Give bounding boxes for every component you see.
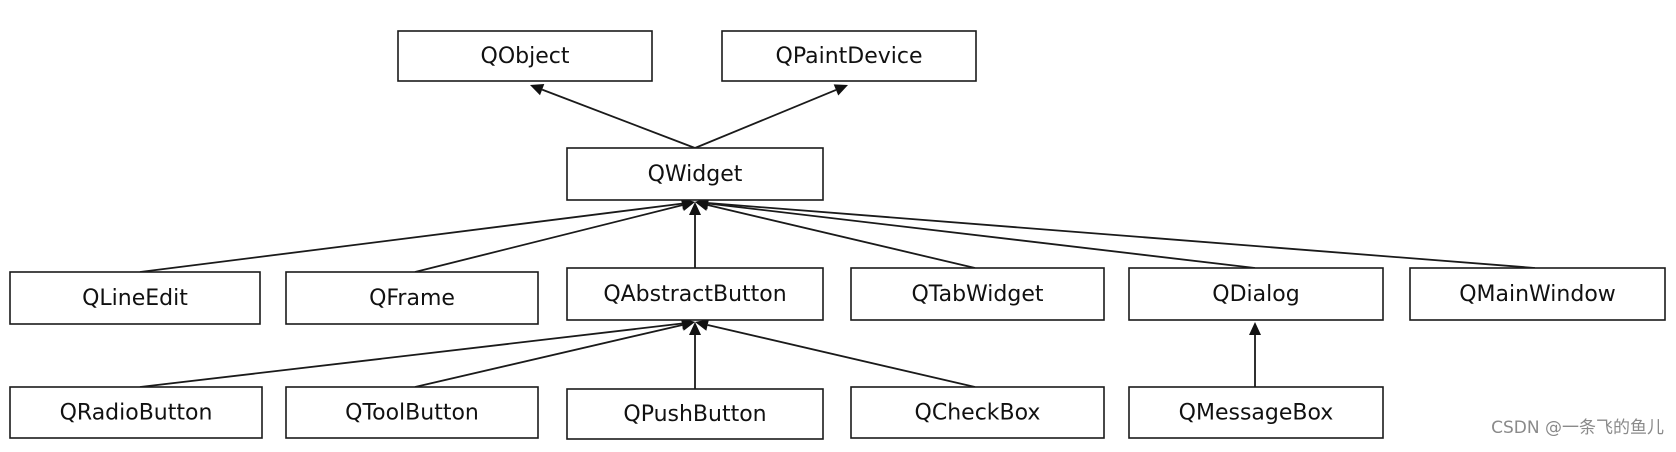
arrow-head-icon (530, 84, 545, 96)
arrow-head-icon (680, 319, 695, 331)
class-box-q-radio-button: QRadioButton (9, 386, 263, 439)
class-box-q-dialog: QDialog (1128, 267, 1384, 321)
class-box-frame (566, 147, 824, 201)
class-box-q-paint-device: QPaintDevice (721, 30, 977, 82)
class-box-frame (566, 267, 824, 321)
class-name-label: QMainWindow (1459, 282, 1616, 307)
arrow-head-icon (1249, 322, 1261, 335)
edge-line (139, 202, 683, 273)
edge-q-line-edit-to-q-widget (139, 197, 695, 273)
edge-line (707, 202, 1256, 269)
class-name-label: QDialog (1212, 282, 1299, 307)
edge-q-push-button-to-q-abstract-button (689, 322, 701, 389)
edge-q-radio-button-to-q-abstract-button (139, 317, 695, 388)
class-box-q-message-box: QMessageBox (1128, 386, 1384, 439)
edge-line (694, 89, 837, 149)
class-name-label: QToolButton (345, 401, 479, 426)
arrow-head-icon (689, 322, 701, 335)
class-name-label: QCheckBox (915, 401, 1041, 426)
class-box-frame (285, 271, 539, 325)
edge-line (707, 204, 976, 269)
class-name-label: QPushButton (623, 402, 766, 427)
class-name-label: QWidget (648, 162, 743, 187)
edge-q-tab-widget-to-q-widget (695, 199, 976, 269)
class-box-frame (1128, 386, 1384, 439)
edge-q-tool-button-to-q-abstract-button (414, 319, 695, 388)
class-box-q-line-edit: QLineEdit (9, 271, 261, 325)
class-box-frame (397, 30, 653, 82)
class-name-label: QObject (481, 44, 570, 69)
arrow-head-icon (833, 84, 848, 96)
arrow-head-icon (695, 319, 710, 331)
class-box-q-main-window: QMainWindow (1409, 267, 1666, 321)
arrow-head-icon (680, 199, 695, 211)
class-name-label: QLineEdit (82, 286, 188, 311)
edge-q-widget-to-q-object (530, 84, 696, 149)
edge-line (139, 322, 683, 388)
class-box-q-widget: QWidget (566, 147, 824, 201)
class-box-frame (285, 386, 539, 439)
class-box-q-check-box: QCheckBox (850, 386, 1105, 439)
edge-q-widget-to-q-paint-device (694, 84, 848, 149)
class-box-frame (721, 30, 977, 82)
edge-line (414, 324, 683, 388)
edge-line (707, 324, 976, 388)
class-name-label: QPaintDevice (776, 44, 923, 69)
class-box-q-push-button: QPushButton (566, 388, 824, 440)
class-box-frame (9, 386, 263, 439)
edge-q-abstract-button-to-q-widget (689, 202, 701, 268)
class-name-label: QRadioButton (60, 401, 213, 426)
edge-q-frame-to-q-widget (414, 199, 695, 273)
arrow-head-icon (689, 202, 701, 215)
edge-line (541, 88, 696, 149)
edge-line (414, 204, 683, 273)
class-name-label: QFrame (369, 286, 455, 311)
class-name-label: QAbstractButton (603, 282, 786, 307)
class-box-frame (850, 267, 1105, 321)
class-box-frame (1409, 267, 1666, 321)
class-name-label: QMessageBox (1179, 401, 1334, 426)
edge-q-check-box-to-q-abstract-button (695, 319, 976, 388)
edge-line (707, 202, 1536, 269)
class-box-frame (850, 386, 1105, 439)
class-box-frame (9, 271, 261, 325)
class-box-q-tab-widget: QTabWidget (850, 267, 1105, 321)
class-box-frame (1128, 267, 1384, 321)
edge-q-message-box-to-q-dialog (1249, 322, 1261, 387)
class-box-q-object: QObject (397, 30, 653, 82)
class-box-q-frame: QFrame (285, 271, 539, 325)
class-box-q-abstract-button: QAbstractButton (566, 267, 824, 321)
class-box-frame (566, 388, 824, 440)
class-name-label: QTabWidget (911, 282, 1043, 307)
watermark: CSDN @一条飞的鱼儿 (1491, 418, 1664, 438)
class-box-q-tool-button: QToolButton (285, 386, 539, 439)
inheritance-edges (139, 84, 1536, 389)
